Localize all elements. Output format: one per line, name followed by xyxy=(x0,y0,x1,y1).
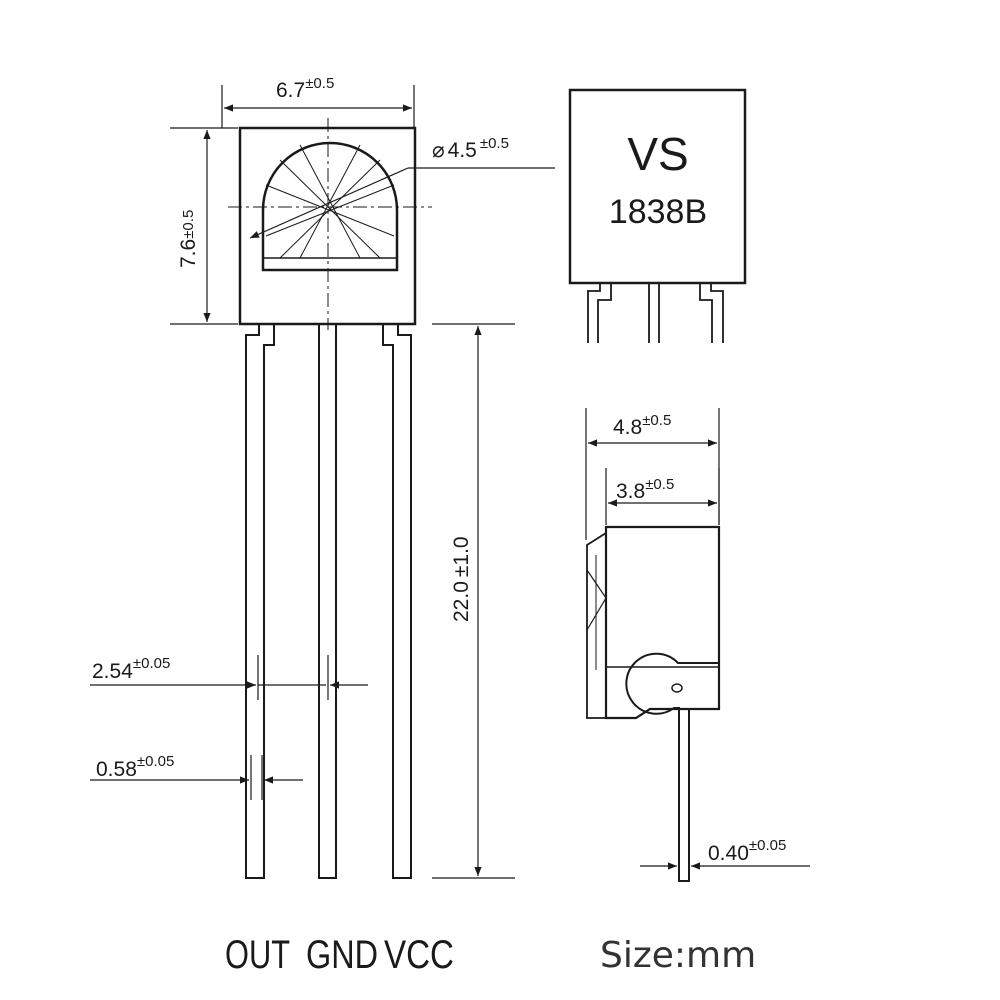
svg-text:7.6±0.5: 7.6±0.5 xyxy=(177,210,200,268)
side-view xyxy=(586,525,721,882)
pin-pitch-value: 2.54 xyxy=(92,660,133,683)
svg-text:2.54±0.05: 2.54±0.05 xyxy=(92,655,170,683)
marking-line1: VS xyxy=(627,128,688,180)
svg-text:⌀4.5±0.5: ⌀4.5±0.5 xyxy=(432,135,509,162)
depth-inner-value: 3.8 xyxy=(616,480,645,503)
back-body-outline xyxy=(568,88,747,285)
body-height-tolerance: ±0.5 xyxy=(180,210,197,239)
lens-diameter-value: 4.5 xyxy=(448,139,477,162)
lead-out xyxy=(245,324,275,879)
svg-text:3.8±0.5: 3.8±0.5 xyxy=(616,476,674,503)
front-view xyxy=(228,118,432,879)
lead-length-tolerance: ±1.0 xyxy=(450,536,473,577)
back-lead-right xyxy=(699,283,724,343)
pin-label-out: OUT xyxy=(225,933,290,977)
side-body-outline xyxy=(604,525,721,720)
lead-thickness-tolerance: ±0.05 xyxy=(749,837,786,854)
dim-body-height xyxy=(170,127,238,325)
depth-outer-value: 4.8 xyxy=(613,416,642,439)
dim-pin-pitch xyxy=(90,655,368,700)
dim-lead-length xyxy=(432,323,515,879)
lead-thickness-value: 0.40 xyxy=(708,842,749,865)
marking-line2: 1838B xyxy=(609,193,707,231)
lens-hatching xyxy=(265,144,395,259)
pin-width-tolerance: ±0.05 xyxy=(137,753,174,770)
lead-length-value: 22.0 xyxy=(450,581,473,622)
lens-dome xyxy=(261,141,399,272)
body-width-value: 6.7 xyxy=(276,79,305,102)
dim-pin-width xyxy=(90,755,303,800)
pin-pitch-tolerance: ±0.05 xyxy=(133,655,170,672)
pin-label-vcc: VCC xyxy=(384,933,454,977)
back-view xyxy=(568,88,747,343)
pin-width-value: 0.58 xyxy=(96,758,137,781)
body-width-tolerance: ±0.5 xyxy=(305,75,334,92)
units-label: Size:mm xyxy=(600,935,756,976)
body-height-value: 7.6 xyxy=(177,239,200,268)
side-lead-bend xyxy=(625,652,719,715)
dim-lens-diameter xyxy=(249,167,555,239)
pin-label-gnd: GND xyxy=(306,933,378,977)
dim-depth-inner xyxy=(605,468,720,525)
lead-vcc xyxy=(382,324,412,879)
lead-gnd xyxy=(318,323,337,879)
lens-diameter-symbol: ⌀ xyxy=(432,139,445,162)
svg-text:4.8±0.5: 4.8±0.5 xyxy=(613,412,671,439)
svg-text:0.58±0.05: 0.58±0.05 xyxy=(96,753,174,781)
dim-body-width xyxy=(221,85,415,128)
center-lines xyxy=(228,118,432,330)
back-lead-middle xyxy=(648,283,660,343)
svg-text:0.40±0.05: 0.40±0.05 xyxy=(708,837,786,865)
back-lead-left xyxy=(587,283,612,343)
side-pin-hole xyxy=(671,683,683,693)
depth-inner-tolerance: ±0.5 xyxy=(645,476,674,493)
svg-text:6.7±0.5: 6.7±0.5 xyxy=(276,75,334,102)
lens-diameter-tolerance: ±0.5 xyxy=(480,135,509,152)
svg-text:22.0±1.0: 22.0 ±1.0 xyxy=(450,536,473,622)
depth-outer-tolerance: ±0.5 xyxy=(642,412,671,429)
side-lead xyxy=(678,708,690,882)
